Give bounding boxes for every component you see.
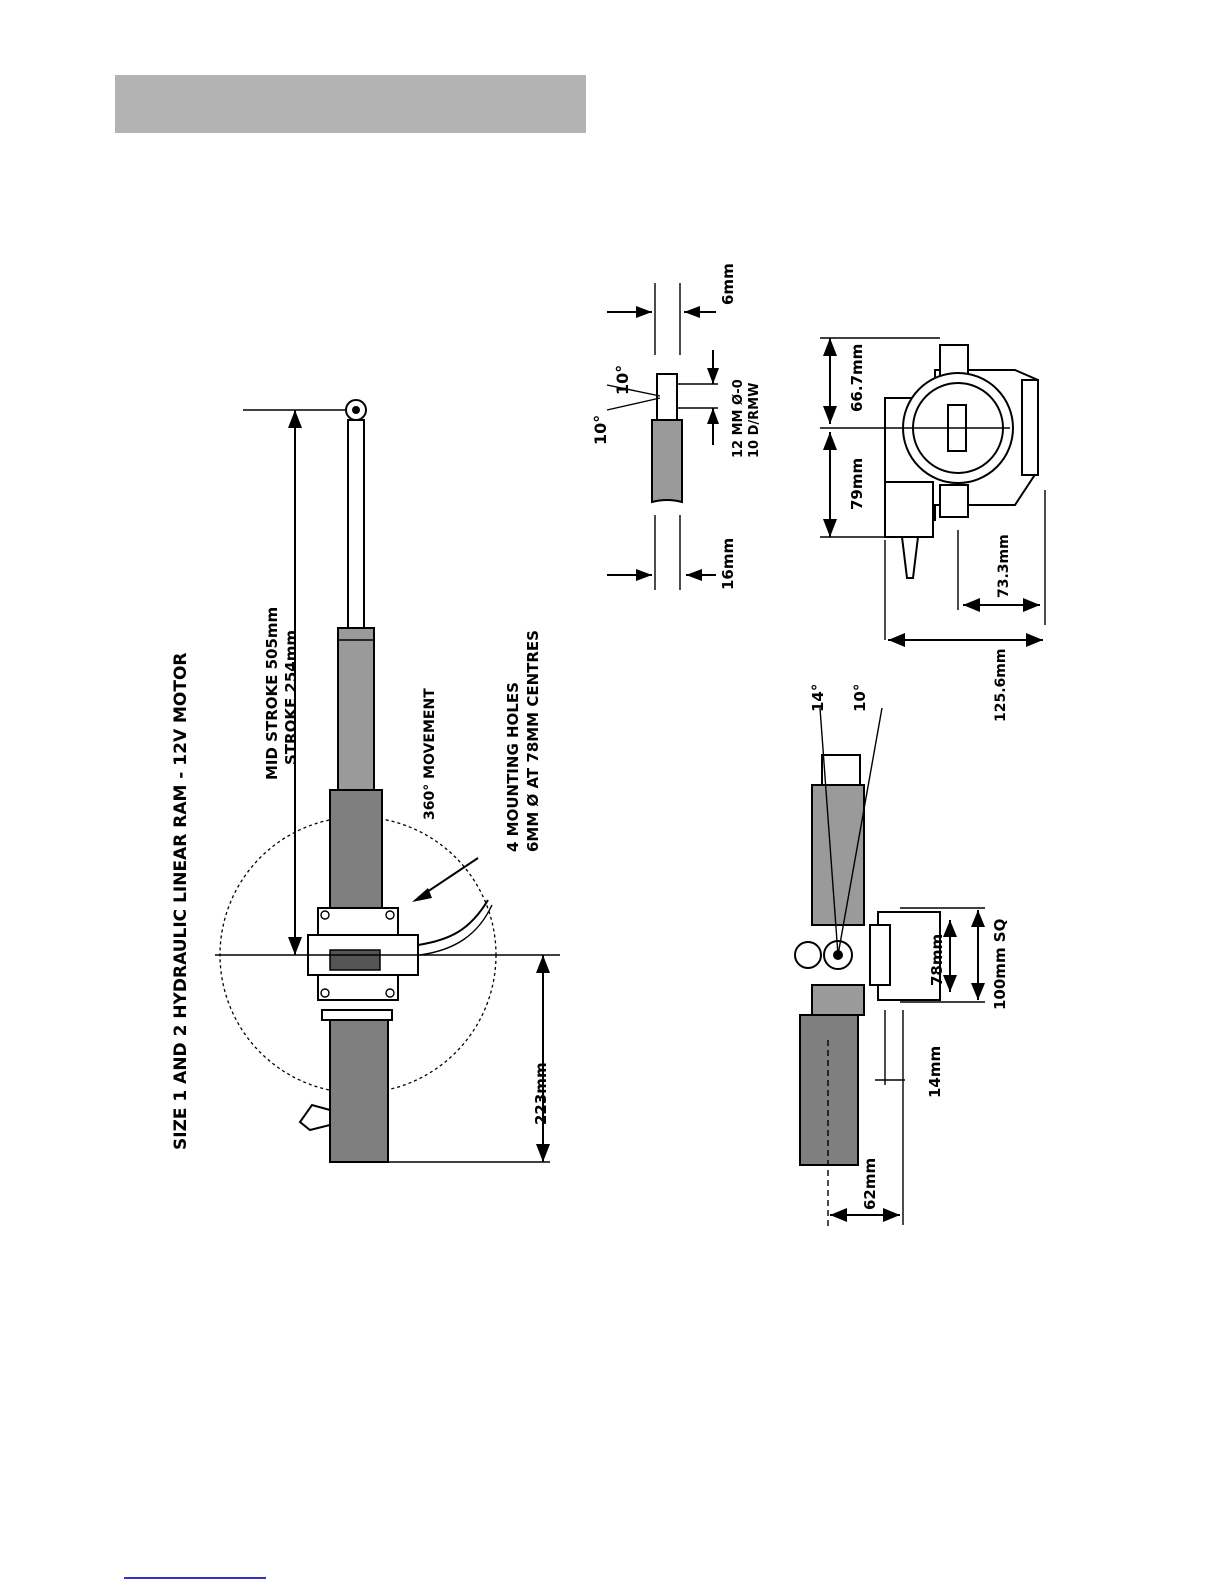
angle-14: 14°: [809, 684, 827, 712]
bore-spec: 12 MM Ø-0: [731, 379, 746, 458]
dim-73: 73.3mm: [996, 534, 1012, 598]
bore-spec-2: 10 D/RMW: [747, 383, 762, 458]
label-movement: 360° MOVEMENT: [422, 688, 438, 820]
main-ram-view: SIZE 1 AND 2 HYDRAULIC LINEAR RAM - 12V …: [171, 400, 560, 1162]
dim-16: 16mm: [719, 538, 737, 590]
label-hole-centres: 6MM Ø AT 78MM CENTRES: [524, 630, 542, 852]
dim-6: 6mm: [719, 263, 737, 305]
label-mid-stroke: MID STROKE 505mm: [263, 607, 281, 780]
drawing-title: SIZE 1 AND 2 HYDRAULIC LINEAR RAM - 12V …: [171, 652, 191, 1150]
rod-end-detail: 6mm 16mm 10° 10° 12 MM Ø-0 10 D/RMW: [591, 263, 762, 590]
label-stroke: STROKE 254mm: [282, 630, 300, 765]
motor-body: [330, 1020, 388, 1162]
dim-79: 79mm: [848, 458, 866, 510]
angle-10b: 10°: [851, 684, 869, 712]
dim-62: 62mm: [861, 1158, 879, 1210]
dim-100: 100mm SQ: [991, 919, 1009, 1010]
side-view: 14° 10° 78mm 100mm SQ 14mm 62mm: [795, 684, 1009, 1230]
dim-223: 223mm: [532, 1062, 550, 1125]
dim-125: 125.6mm: [993, 649, 1009, 722]
main-tube: [330, 790, 382, 908]
label-mounting-holes: 4 MOUNTING HOLES: [504, 682, 522, 852]
angle-top: 10°: [613, 365, 632, 395]
end-view: 66.7mm 79mm 73.3mm 125.6mm: [820, 338, 1045, 722]
angle-side: 10°: [591, 415, 610, 445]
dim-14: 14mm: [926, 1046, 944, 1098]
dim-78: 78mm: [928, 934, 946, 986]
dim-66: 66.7mm: [848, 344, 866, 412]
piston-rod: [348, 420, 364, 628]
upper-cylinder: [338, 628, 374, 790]
